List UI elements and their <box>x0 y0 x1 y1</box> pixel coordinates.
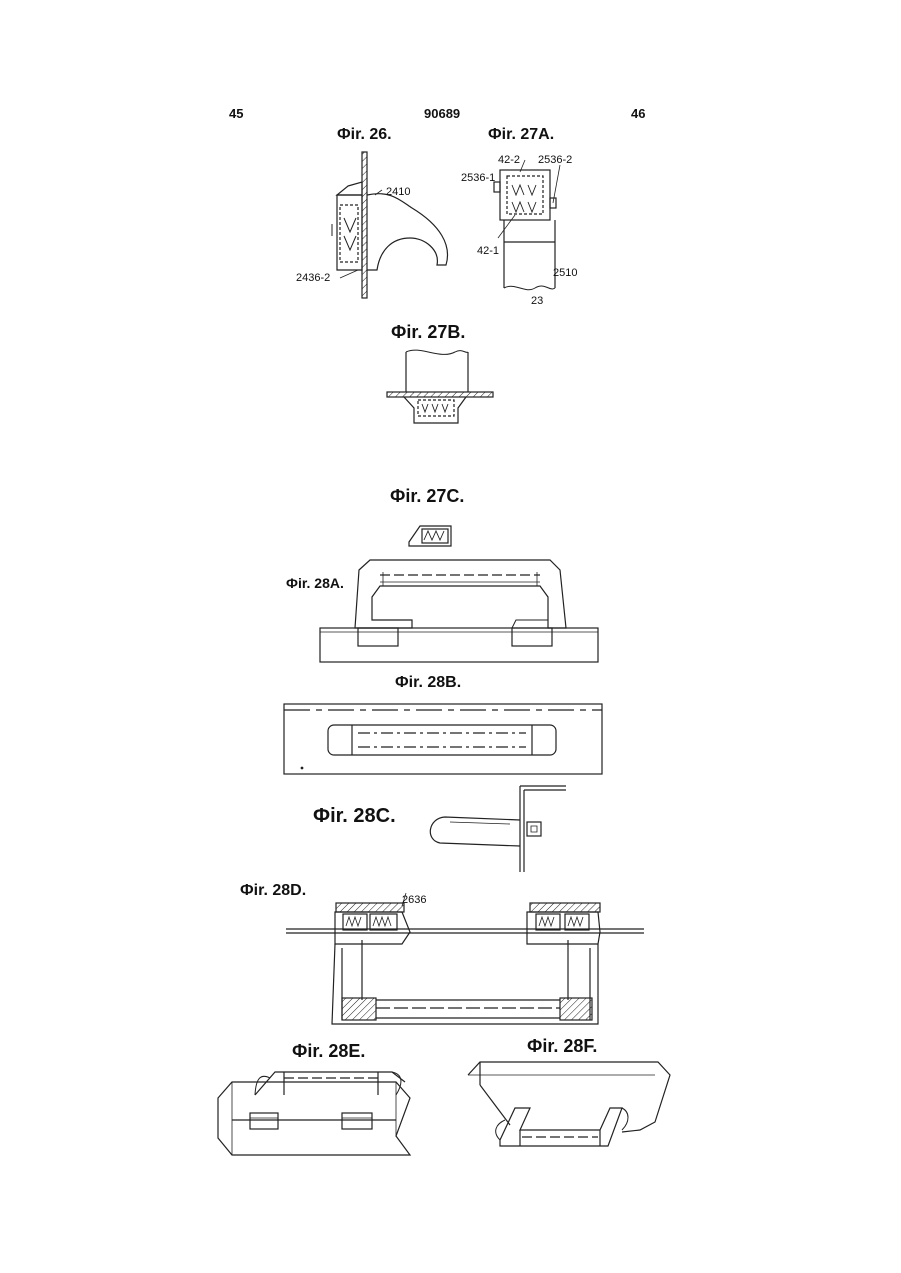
figure-28f-drawing <box>468 1062 670 1146</box>
label-2636: 2636 <box>402 894 426 906</box>
label-42-1: 42-1 <box>477 245 499 257</box>
label-2410: 2410 <box>386 186 410 198</box>
label-42-2: 42-2 <box>498 154 520 166</box>
label-23: 23 <box>531 295 543 307</box>
figure-28c-drawing <box>430 786 566 872</box>
figure-28b-drawing <box>284 704 602 774</box>
figure-28d-drawing <box>286 893 644 1024</box>
label-2436-2: 2436-2 <box>296 272 330 284</box>
figure-26-drawing <box>332 152 448 298</box>
label-2510: 2510 <box>553 267 577 279</box>
figure-27b-drawing <box>387 350 493 423</box>
figure-28a-drawing <box>320 560 598 662</box>
figure-27a-drawing <box>494 160 560 290</box>
label-2536-2: 2536-2 <box>538 154 572 166</box>
label-2536-1: 2536-1 <box>461 172 495 184</box>
figure-28e-drawing <box>218 1072 410 1155</box>
figure-27c-drawing <box>409 526 451 546</box>
